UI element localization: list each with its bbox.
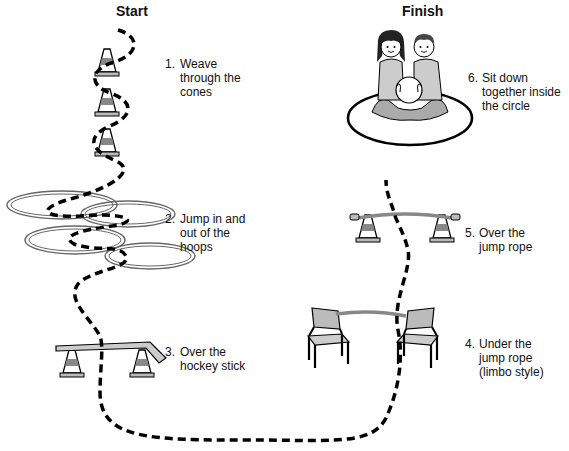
hoops — [7, 191, 195, 269]
step-number: 6. — [468, 71, 482, 85]
hoop — [7, 191, 117, 219]
heading: Start — [116, 4, 176, 18]
girl-hair — [377, 30, 405, 62]
step-number: 3. — [165, 345, 179, 359]
faces — [387, 46, 429, 48]
eye — [394, 46, 396, 48]
step-number: 5. — [465, 226, 479, 240]
eye — [427, 46, 429, 48]
hoop — [11, 194, 113, 216]
step-number: 4. — [465, 337, 479, 351]
smiles — [388, 51, 427, 53]
step-label: Over the hockey stick — [180, 345, 256, 373]
traffic-cone — [60, 350, 84, 377]
hands — [396, 84, 422, 92]
step-label: Over the jump rope — [479, 226, 541, 254]
step-label: Jump in and out of the hoops — [180, 212, 248, 254]
rope-handle — [350, 214, 359, 220]
step-number: 2. — [165, 212, 179, 226]
traffic-cone — [130, 350, 154, 377]
hockey-stick — [56, 342, 166, 363]
chair — [308, 308, 349, 368]
heading: Finish — [402, 4, 462, 18]
eye — [387, 46, 389, 48]
jump-rope — [358, 214, 452, 218]
route-path — [48, 30, 409, 441]
boy-hair — [414, 34, 434, 45]
step-label: Under the jump rope (limbo style) — [479, 337, 559, 379]
step-number: 1. — [165, 57, 179, 71]
eye — [420, 46, 422, 48]
children — [372, 30, 448, 120]
step-label: Weave through the cones — [180, 57, 242, 99]
step-label: Sit down together inside the circle — [482, 71, 568, 113]
ball — [396, 77, 422, 103]
rope-handle — [451, 214, 460, 220]
jump-rope — [336, 312, 406, 316]
girl-fringe — [381, 36, 401, 44]
